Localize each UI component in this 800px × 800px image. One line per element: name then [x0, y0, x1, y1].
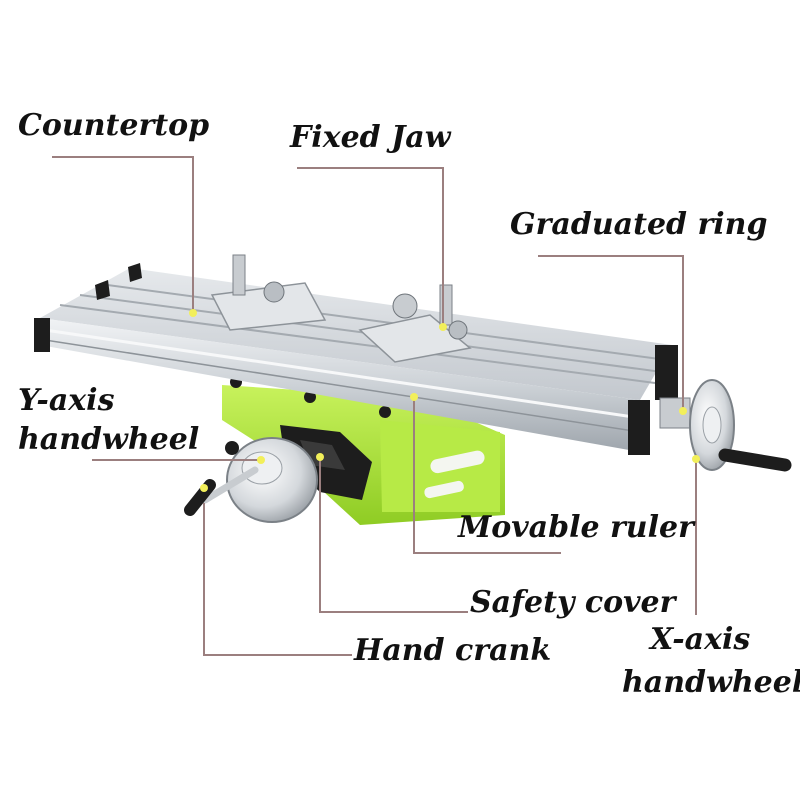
label-hand-crank: Hand crank: [354, 633, 552, 668]
label-x-axis-line2: handwheel: [622, 665, 800, 700]
leader-graduated-ring: [538, 255, 684, 411]
leader-lines: [52, 156, 697, 656]
leader-safety-cover: [319, 457, 468, 613]
marker-dots: [189, 309, 700, 492]
label-y-axis-line2: handwheel: [18, 422, 200, 457]
leader-hand-crank: [203, 503, 352, 656]
label-x-axis-line1: X-axis: [650, 622, 751, 657]
leader-countertop: [52, 156, 194, 313]
x-axis-handwheel-drawing: [659, 379, 792, 472]
label-countertop: Countertop: [18, 108, 210, 143]
label-fixed-jaw: Fixed Jaw: [290, 120, 451, 155]
label-y-axis-line1: Y-axis: [18, 383, 115, 418]
label-movable-ruler: Movable ruler: [458, 510, 694, 545]
label-safety-cover: Safety cover: [470, 585, 676, 620]
leader-fixed-jaw: [297, 167, 444, 327]
leader-movable-ruler: [413, 397, 561, 554]
y-axis-handwheel-drawing: [184, 437, 318, 523]
label-graduated-ring: Graduated ring: [510, 207, 768, 242]
